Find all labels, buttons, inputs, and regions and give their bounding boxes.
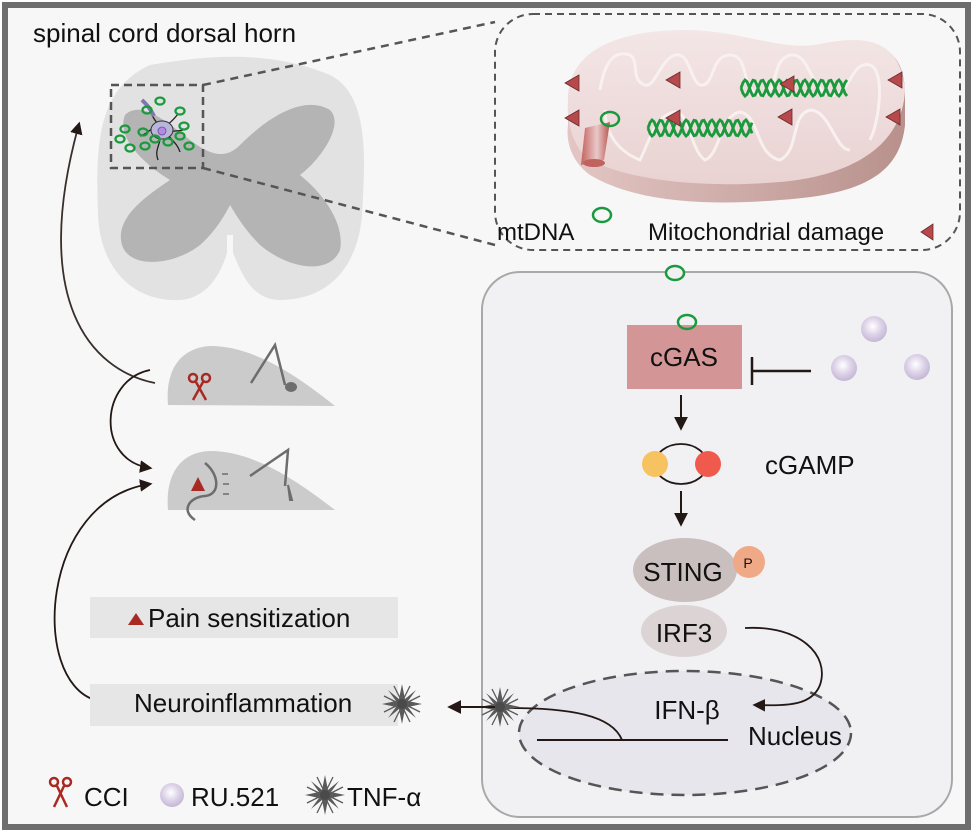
panel-title: spinal cord dorsal horn <box>33 18 296 48</box>
spinal-cord-section <box>97 56 364 301</box>
damage-triangle <box>777 108 793 126</box>
legend-ru521-label: RU.521 <box>191 782 279 812</box>
mtdna-ring-bound <box>676 313 698 331</box>
legend-tnf: TNF-α <box>304 774 421 816</box>
damage-markers <box>564 71 903 127</box>
mouse-cci <box>167 341 335 406</box>
nucleus-label: Nucleus <box>748 721 842 751</box>
mtdna-ring <box>174 131 186 141</box>
cgamp-molecule <box>642 443 721 485</box>
legend-ru521: RU.521 <box>160 782 279 812</box>
mtdna-ring <box>114 134 126 144</box>
irf3-label: IRF3 <box>656 618 712 648</box>
ifn-beta-label: IFN-β <box>654 695 720 725</box>
mtdna-ring <box>183 141 195 151</box>
mouse-pain <box>167 447 335 522</box>
sting-label: STING <box>643 557 722 587</box>
tnf-alpha-icon <box>381 683 423 725</box>
damage-triangle <box>665 109 681 127</box>
mtdna-ring <box>162 137 174 147</box>
damage-triangle <box>779 75 795 93</box>
ru521-molecule <box>904 354 930 380</box>
irf3-protein <box>641 605 727 657</box>
mtdna-rings-released <box>114 96 195 153</box>
ru521-molecule <box>861 316 887 342</box>
arrow-neuroinflammation-to-pain <box>53 479 153 701</box>
ru521-molecule <box>831 355 857 381</box>
pain-triangle-icon <box>191 477 205 491</box>
pain-sensitization-box <box>90 597 398 638</box>
neuroinflammation-box <box>90 684 398 726</box>
mtdna-ring <box>137 127 149 137</box>
scissors-icon <box>187 372 212 401</box>
damage-triangle <box>885 108 901 126</box>
damage-triangle <box>887 71 903 89</box>
mtdna-ring <box>154 96 166 106</box>
damage-triangle <box>564 109 580 127</box>
mitochondrial-damage-label: Mitochondrial damage <box>648 219 884 246</box>
phosphate-group <box>733 546 765 578</box>
legend-cci: CCI <box>48 776 129 812</box>
mtdna-ring <box>139 141 151 151</box>
mitochondria-panel <box>494 13 961 251</box>
damage-legend-icon <box>920 223 934 241</box>
ru521-icon <box>160 783 184 807</box>
damage-triangle <box>665 71 681 89</box>
transcript-line <box>507 707 623 741</box>
pain-sensitization-label: Pain sensitization <box>148 603 350 633</box>
phosphate-label: P <box>743 555 752 571</box>
pain-triangle-icon <box>128 613 144 625</box>
nucleus <box>517 669 853 797</box>
legend-cci-label: CCI <box>84 782 129 812</box>
mtdna-label: mtDNA <box>497 219 574 246</box>
zoom-region-box <box>109 83 205 170</box>
neuroinflammation-label: Neuroinflammation <box>134 688 352 718</box>
mtdna-ring <box>178 121 190 131</box>
mtdna-ring <box>149 134 161 144</box>
mtdna-legend-icon <box>591 206 613 224</box>
mtdna-ring-escaping <box>599 110 621 128</box>
mtdna-helix-lower <box>646 118 754 138</box>
mtdna-ring-membrane <box>664 264 686 282</box>
mtdna-ring <box>119 124 131 134</box>
mtdna-ring <box>141 105 153 115</box>
arrow-cci-to-pain <box>109 369 153 473</box>
tnf-alpha-icon <box>304 774 346 816</box>
cgas-label: cGAS <box>650 342 718 372</box>
arrow-mouse-to-spinal <box>60 121 156 384</box>
mtdna-ring <box>174 106 186 116</box>
damage-triangle <box>564 74 580 92</box>
mitochondrion <box>567 29 905 203</box>
cgamp-label: cGAMP <box>765 450 855 480</box>
sting-protein <box>633 538 737 602</box>
zoom-line-top <box>202 20 496 87</box>
cgas-box <box>627 325 742 389</box>
legend-tnf-label: TNF-α <box>347 782 421 812</box>
mitochondrial-pore <box>581 122 610 167</box>
arrow-irf3-to-nucleus <box>744 627 823 712</box>
scissors-icon <box>48 776 73 808</box>
mtdna-ring <box>124 143 136 153</box>
